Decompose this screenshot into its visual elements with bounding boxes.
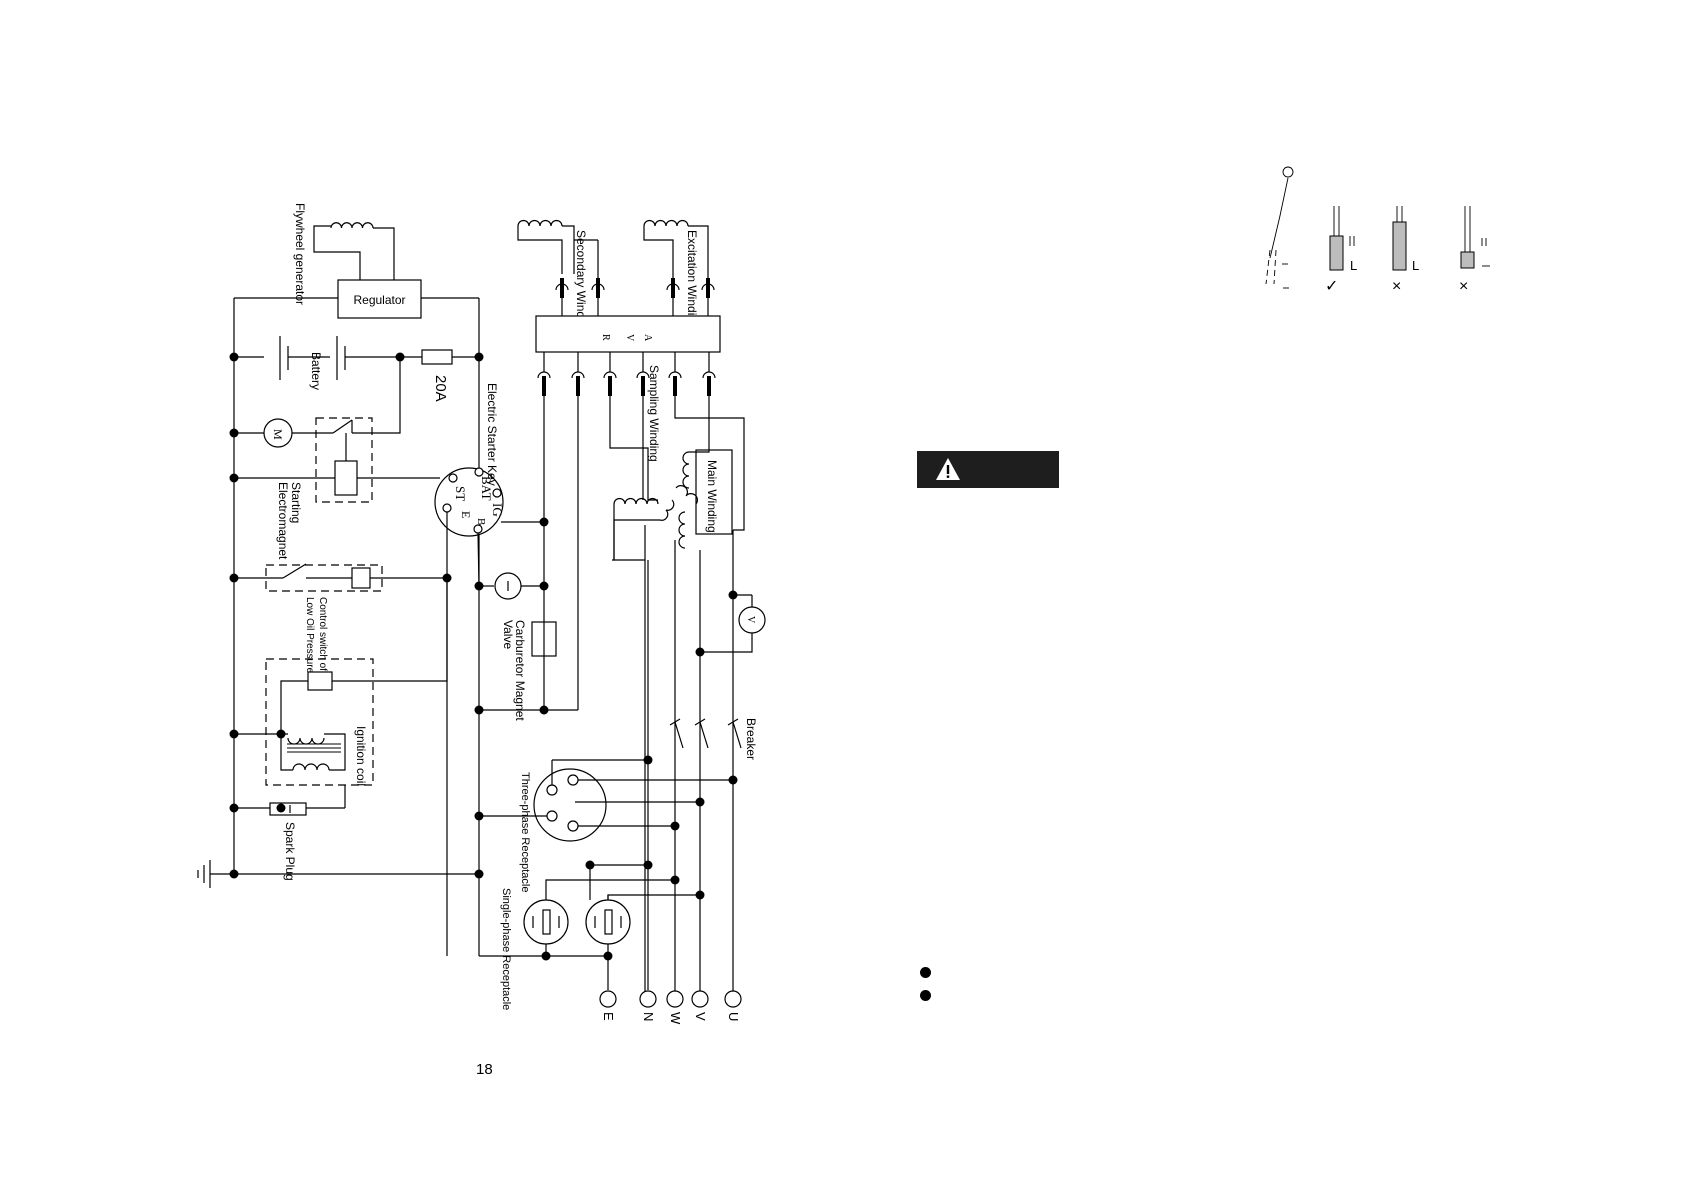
insert-1-length: L [1350,258,1357,273]
single-phase-receptacle-label: Single-phase Receptacle [500,888,512,1010]
insert-3-mark: × [1459,278,1468,295]
breaker-label: Breaker [744,718,758,760]
ignition-coil-box [265,658,374,786]
insert-1-mark: ✓ [1325,278,1338,295]
insert-figure: L ✓ L × × [1265,166,1490,295]
warning-triangle-icon [936,458,960,480]
output-terminal-u [724,990,742,1008]
key-terminal-e: E [459,511,473,518]
fuse-20a [421,349,453,365]
breaker [669,718,742,749]
starting-label-2: Electromagnet [276,482,290,560]
electric-starter-key [434,467,504,537]
three-phase-receptacle-label: Three-phase Receptacle [519,772,531,892]
starting-electromagnet-coil [334,460,358,496]
bullet-2 [920,990,931,1001]
ignition-coil-label: Ignition coil [354,726,368,786]
regulator-box [337,279,422,319]
flywheel-coil [330,222,374,229]
output-terminal-v [691,990,709,1008]
secondary-winding-label: Secondary Winding [574,230,588,334]
output-label-u: U [726,1012,741,1021]
main-winding-label: Main Winding [705,460,719,533]
voltmeter-symbol: V [745,616,756,624]
spark-plug-label: Spark Plug [283,822,297,881]
key-terminal-st: ST [453,486,468,501]
sampling-winding-label: Sampling Winding [647,365,661,462]
main-winding-box [695,449,733,535]
key-terminal-bat: BAT [479,476,494,501]
output-terminal-e [599,990,617,1008]
electric-starter-key-label: Electric Starter Key [485,383,499,486]
excitation-winding-label: Excitation Winding [685,230,699,329]
low-oil-sensor [351,567,371,589]
starting-electromagnet-box [315,417,373,503]
low-oil-switch-box [265,564,383,592]
avr-module [535,315,721,353]
output-label-w: W [668,1012,683,1025]
output-label-v: V [693,1012,708,1021]
output-terminal-w [666,990,684,1008]
avr-terminal-r: R [600,334,611,341]
output-label-e: E [601,1012,616,1021]
carburetor-label-1: Carburetor Magnet [513,620,527,721]
spark-plug [269,802,307,816]
key-terminal-ig: IG [490,503,505,517]
warning-banner [917,451,1059,488]
control-switch-label-2: Low Oil Pressure [304,597,315,674]
control-switch-label-1: Control switch of [317,597,328,671]
starting-label-1: Starting [289,482,303,523]
insert-2-length: L [1412,258,1419,273]
fuse-label: 20A [432,375,449,402]
output-label-n: N [641,1012,656,1021]
avr-terminal-v: V [624,334,635,342]
ignition-module [307,671,333,691]
output-terminal-n [639,990,657,1008]
battery-label: Battery [309,352,323,390]
insert-2-mark: × [1392,278,1401,295]
flywheel-generator-label: Flywheel generator [293,203,307,305]
carburetor-label-2: Valve [501,620,515,649]
motor-symbol: M [271,429,285,440]
bullet-1 [920,967,931,978]
key-terminal-b: B [475,518,487,525]
regulator-label: Regulator [353,293,405,307]
avr-terminal-a: A [642,334,653,342]
page-number: 18 [476,1061,493,1078]
